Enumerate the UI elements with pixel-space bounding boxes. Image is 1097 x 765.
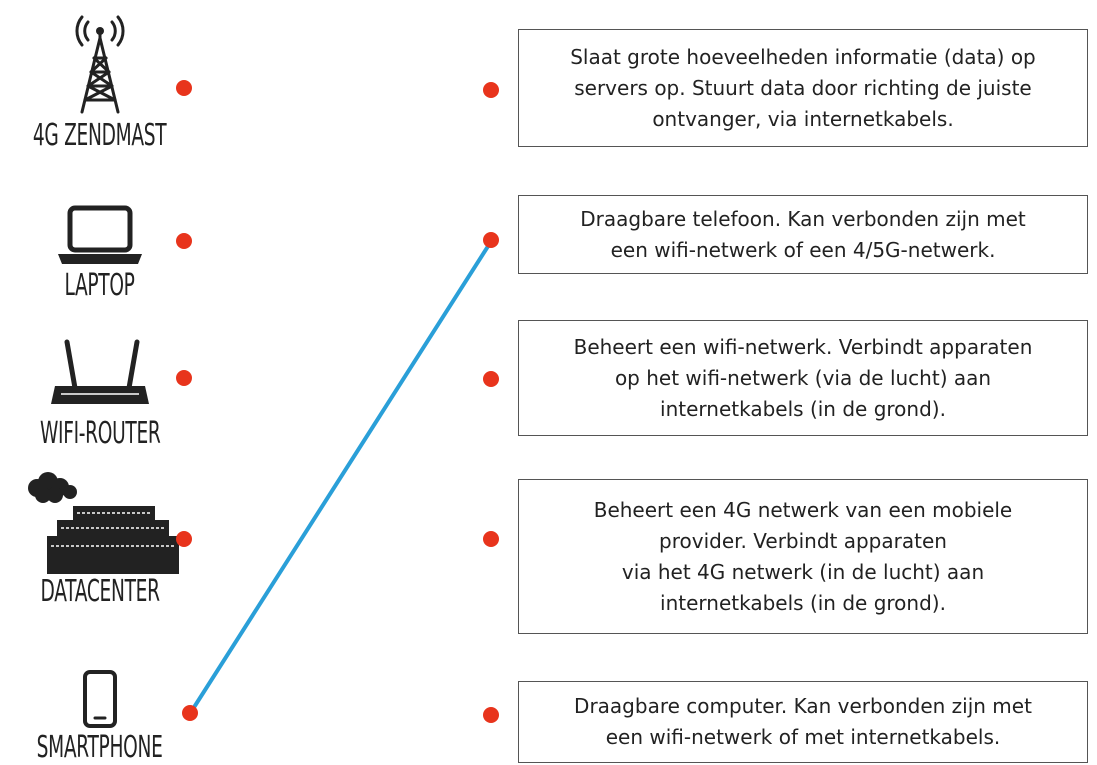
item-laptop: LAPTOP [0,200,200,302]
item-dot-4g-zendmast[interactable] [176,80,192,96]
item-label: SMARTPHONE [37,730,163,765]
description-box-2: Draagbare telefoon. Kan verbonden zijn m… [518,195,1088,274]
item-smartphone: SMARTPHONE [0,668,200,764]
item-dot-smartphone[interactable] [182,705,198,721]
item-dot-laptop[interactable] [176,233,192,249]
description-box-1: Slaat grote hoeveelheden informatie (dat… [518,29,1088,147]
smartphone-icon [83,670,117,728]
description-text: Draagbare telefoon. Kan verbonden zijn m… [580,206,1026,262]
item-label: 4G ZENDMAST [33,118,167,153]
item-dot-datacenter[interactable] [176,531,192,547]
item-4g-zendmast: 4G ZENDMAST [0,8,200,152]
item-datacenter: DATACENTER [0,470,200,608]
description-dot-2[interactable] [483,232,499,248]
item-label: LAPTOP [64,268,136,303]
description-text: Slaat grote hoeveelheden informatie (dat… [570,44,1036,131]
cell-tower-icon [75,15,125,114]
description-box-4: Beheert een 4G netwerk van een mobiele p… [518,479,1088,634]
description-dot-1[interactable] [483,82,499,98]
description-dot-5[interactable] [483,707,499,723]
item-wifi-router: WIFI-ROUTER [0,336,200,450]
item-label: WIFI-ROUTER [39,416,161,451]
description-dot-4[interactable] [483,531,499,547]
item-dot-wifi-router[interactable] [176,370,192,386]
description-text: Beheert een wifi-netwerk. Verbindt appar… [573,334,1033,421]
description-text: Draagbare computer. Kan verbonden zijn m… [574,694,1032,749]
laptop-icon [58,205,142,264]
item-label: DATACENTER [40,574,160,609]
description-dot-3[interactable] [483,371,499,387]
description-box-3: Beheert een wifi-netwerk. Verbindt appar… [518,320,1088,436]
datacenter-icon [28,472,179,574]
description-text: Beheert een 4G netwerk van een mobiele p… [593,497,1013,615]
wifi-router-icon [51,339,149,404]
description-box-5: Draagbare computer. Kan verbonden zijn m… [518,681,1088,763]
